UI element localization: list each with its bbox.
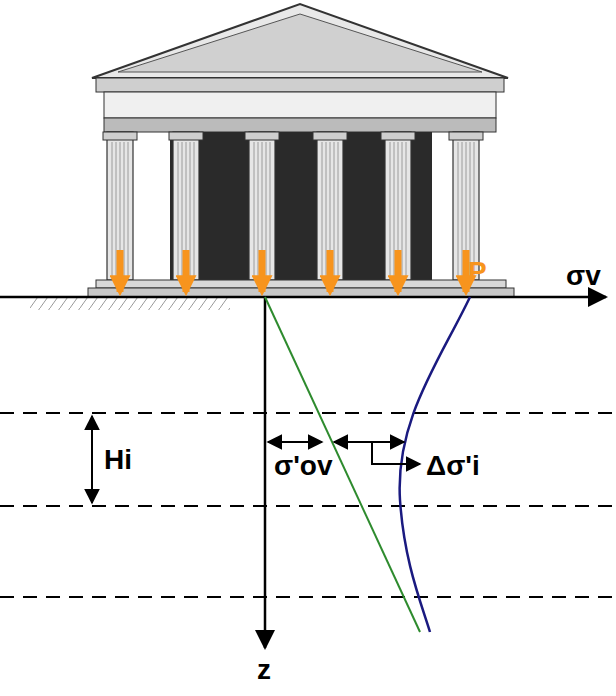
initial-stress-dimension — [268, 441, 322, 443]
stress-label: σ'ov — [274, 452, 333, 480]
load-arrows — [120, 250, 466, 292]
axis-label: z — [257, 656, 271, 684]
load-arrow — [395, 250, 402, 292]
load-arrow — [259, 250, 266, 292]
load-label: P — [468, 258, 487, 286]
sigma-axis — [0, 296, 606, 299]
load-arrow — [327, 250, 334, 292]
thickness-dimension — [91, 416, 93, 503]
layer-boundaries — [0, 413, 616, 597]
leader-line — [372, 442, 420, 464]
stress-increase-dimension — [334, 441, 404, 443]
thickness-label: Hi — [104, 446, 132, 474]
load-arrow — [183, 250, 190, 292]
initial-stress-line — [265, 297, 420, 632]
axis-label: σv — [566, 262, 601, 290]
temple-illustration — [88, 4, 514, 297]
load-arrow — [117, 250, 124, 292]
depth-axis — [264, 297, 267, 648]
stress-increase-label: Δσ'i — [426, 452, 480, 480]
ground-hatching — [30, 298, 230, 310]
